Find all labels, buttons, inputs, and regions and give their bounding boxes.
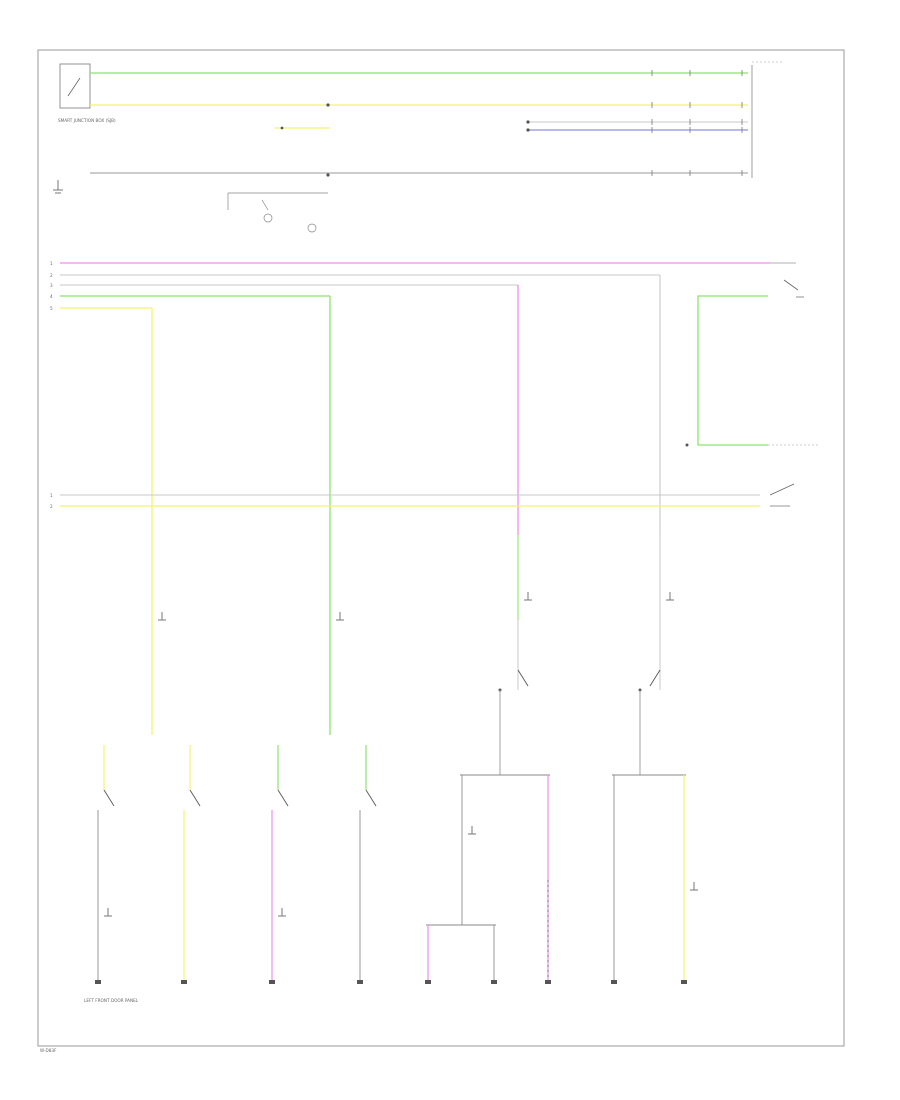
- diode-cluster: [227, 192, 328, 233]
- svg-text:1: 1: [50, 261, 53, 266]
- svg-text:1: 1: [50, 493, 53, 498]
- footer-code: W-D83F: [40, 1048, 57, 1053]
- left-tap-labels-lower: 1 2: [50, 493, 53, 509]
- left-module-box: [59, 63, 91, 109]
- bottom-panel-labels: LEFT FRONT DOOR PANEL: [84, 998, 139, 1003]
- diagram-frame: [37, 49, 845, 1047]
- svg-text:2: 2: [50, 504, 53, 509]
- lock-switches: [517, 669, 661, 687]
- ground-symbols-lower: [104, 826, 698, 917]
- svg-text:LEFT FRONT DOOR PANEL: LEFT FRONT DOOR PANEL: [84, 998, 139, 1003]
- bottom-terminals: [95, 980, 687, 984]
- trunk-switch-blade: [783, 279, 799, 291]
- liftgate-switch-blade: [769, 483, 795, 496]
- svg-text:2: 2: [50, 273, 53, 278]
- svg-text:4: 4: [50, 294, 53, 299]
- splice-dot-2: [526, 120, 530, 124]
- splice-dot-1: [326, 103, 330, 107]
- svg-text:3: 3: [50, 283, 53, 288]
- svg-text:5: 5: [50, 306, 53, 311]
- left-module-switch: [67, 77, 81, 97]
- top-wire-ticks: [651, 70, 743, 176]
- green-loop: [697, 295, 768, 446]
- left-tap-labels: 1 2 3 4 5: [50, 261, 53, 311]
- splice-dot-4: [326, 173, 330, 177]
- ground-symbols-mid: [158, 592, 674, 621]
- green-loop-dot: [685, 443, 689, 447]
- splice-dot-5: [280, 126, 284, 130]
- upper-left-module-label: SMART JUNCTION BOX (SJB): [58, 118, 116, 123]
- ground-symbol-top: [53, 180, 63, 194]
- door-ajar-switch-blades: [103, 789, 377, 807]
- splice-dot-3: [526, 128, 530, 132]
